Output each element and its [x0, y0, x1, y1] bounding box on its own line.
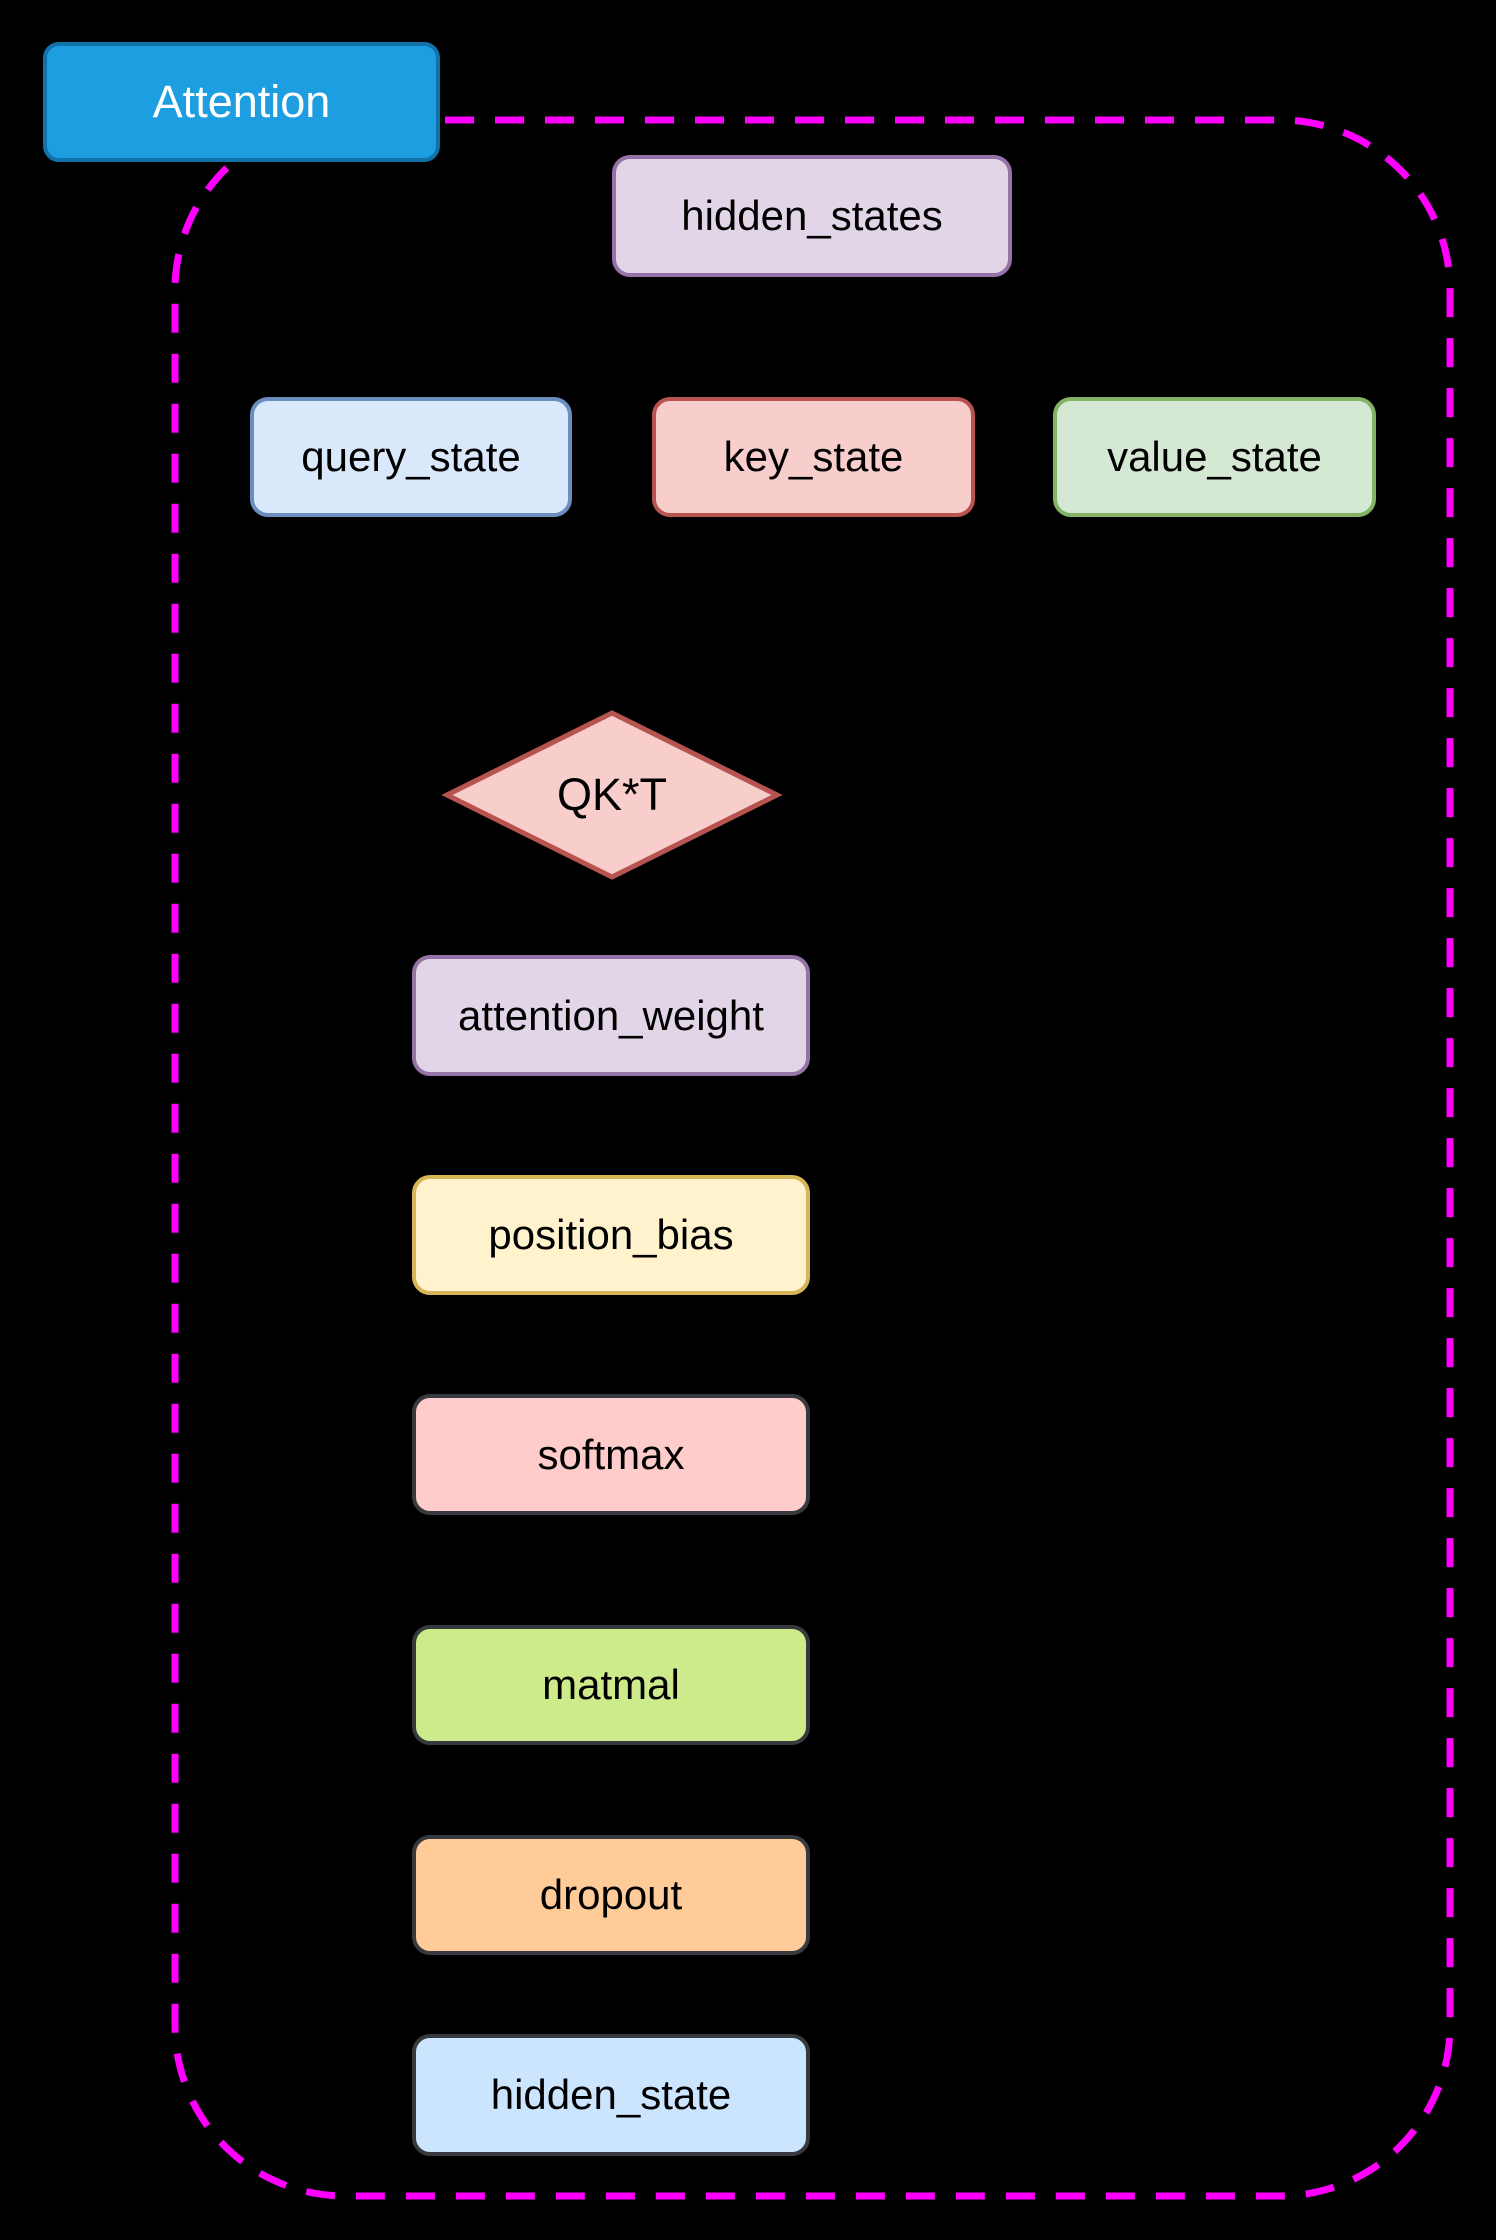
- node-softmax-label: softmax: [537, 1430, 685, 1478]
- node-position-bias-label: position_bias: [488, 1211, 734, 1258]
- node-key-state: key_state: [652, 397, 975, 517]
- node-hidden-states: hidden_states: [612, 155, 1012, 277]
- node-dropout: dropout: [412, 1835, 810, 1955]
- node-value-state-label: value_state: [1107, 433, 1322, 480]
- node-hidden-states-label: hidden_states: [681, 192, 943, 239]
- node-attention-weight: attention_weight: [412, 955, 810, 1076]
- node-softmax: softmax: [412, 1394, 810, 1515]
- node-attention-weight-label: attention_weight: [458, 991, 764, 1039]
- node-query-state-label: query_state: [301, 433, 521, 480]
- node-position-bias: position_bias: [412, 1175, 810, 1295]
- node-hidden-state-label: hidden_state: [490, 2071, 732, 2118]
- attention-group-dashed-border: [171, 116, 1454, 2200]
- node-matmal-label: matmal: [542, 1661, 680, 1708]
- node-value-state: value_state: [1053, 397, 1376, 517]
- attention-title-label: Attention: [152, 76, 331, 127]
- node-key-state-label: key_state: [723, 433, 904, 480]
- node-dropout-label: dropout: [539, 1871, 683, 1918]
- qkt-diamond-shape: [441, 710, 783, 880]
- node-query-state: query_state: [250, 397, 572, 517]
- node-matmal: matmal: [412, 1625, 810, 1745]
- attention-title-box: Attention: [43, 42, 440, 162]
- node-qkt: QK*T: [447, 713, 777, 877]
- node-hidden-state: hidden_state: [412, 2034, 810, 2156]
- node-qkt-label: QK*T: [556, 769, 668, 820]
